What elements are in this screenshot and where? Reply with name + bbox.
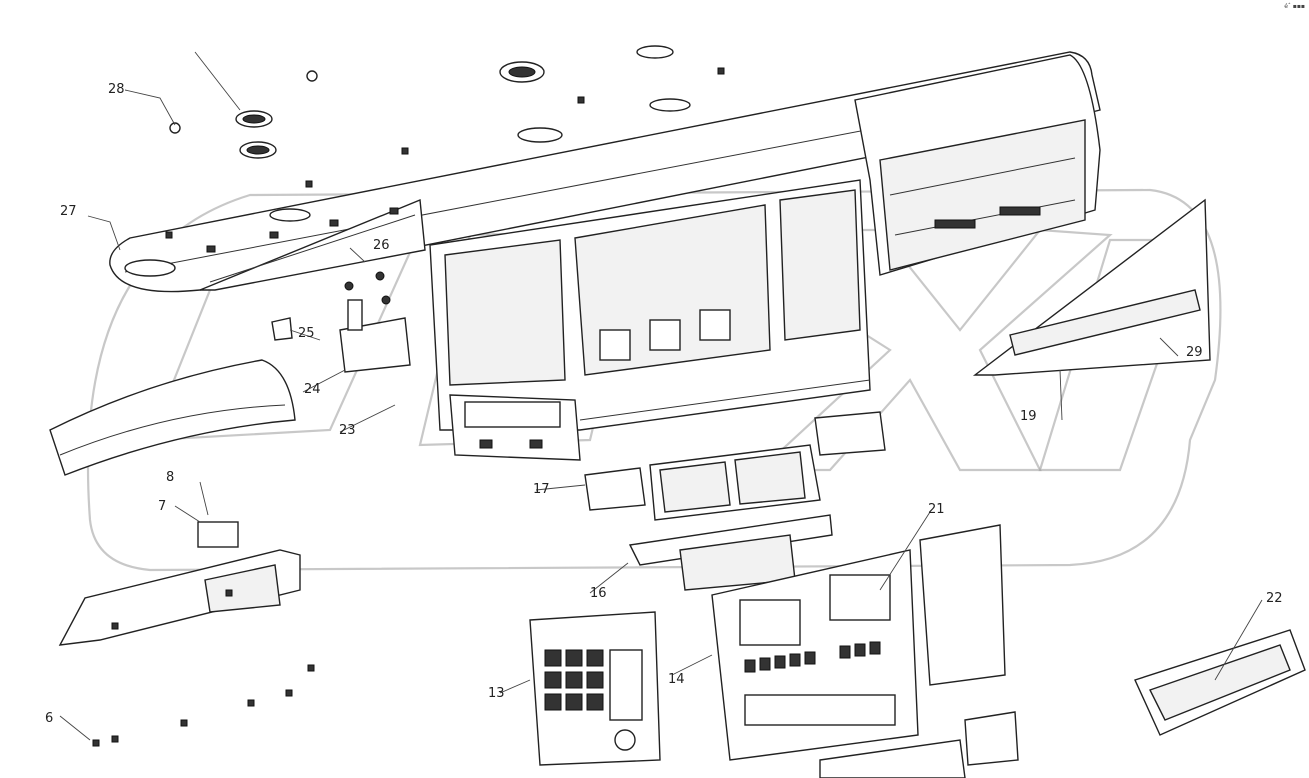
- callout-27: 27: [60, 204, 77, 219]
- lower-vent-bracket: [628, 514, 833, 591]
- callout-19: 19: [1020, 409, 1037, 424]
- bottom-fragments: [819, 711, 1019, 778]
- left-curved-panel: [49, 359, 296, 476]
- callout-21: 21: [928, 502, 945, 517]
- center-console-panel: [711, 549, 919, 761]
- right-dash-housing: [854, 54, 1101, 276]
- center-dash-frame: [429, 179, 871, 431]
- screws-left: [92, 664, 315, 747]
- callout-8: 8: [166, 470, 174, 485]
- glove-box-lid: [972, 198, 1211, 376]
- left-grab-handle: [58, 521, 301, 646]
- console-switch-row: [744, 641, 881, 673]
- callout-13: 13: [488, 686, 505, 701]
- lower-center-panel: [449, 394, 581, 461]
- switch-grid: [544, 649, 604, 711]
- corner-mark: éˆ ▪▪▪: [1284, 3, 1305, 10]
- callout-29: 29: [1186, 345, 1203, 360]
- storage-tray: [1134, 629, 1306, 736]
- center-vents: [584, 411, 886, 521]
- callout-24: 24: [304, 382, 321, 397]
- callout-16: 16: [590, 586, 607, 601]
- right-side-panel: [919, 524, 1006, 686]
- leader-lines: [59, 51, 1263, 741]
- callout-25: 25: [298, 326, 315, 341]
- callout-23: 23: [339, 423, 356, 438]
- callout-7: 7: [158, 499, 166, 514]
- small-bracket: [271, 271, 411, 373]
- callout-22: 22: [1266, 591, 1283, 606]
- callout-26: 26: [373, 238, 390, 253]
- callout-6: 6: [45, 711, 53, 726]
- callout-28: 28: [108, 82, 125, 97]
- switch-panel: [529, 611, 661, 766]
- top-round-vents: [169, 45, 674, 159]
- callout-14: 14: [668, 672, 685, 687]
- lower-dash-strip: [199, 198, 426, 291]
- callout-17: 17: [533, 482, 550, 497]
